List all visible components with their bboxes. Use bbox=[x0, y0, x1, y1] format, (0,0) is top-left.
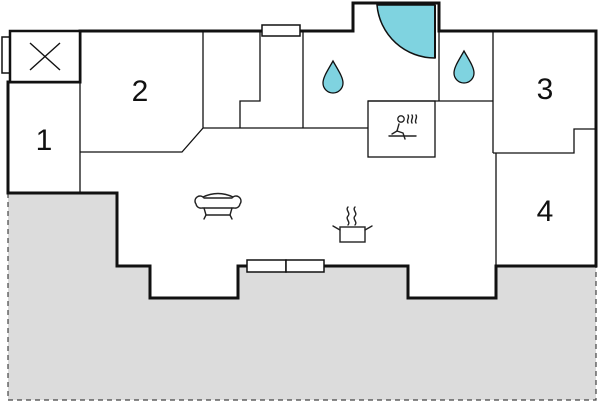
armchair-icon bbox=[194, 192, 242, 220]
water-drop-icon bbox=[322, 59, 344, 94]
window-bottom bbox=[246, 259, 325, 273]
terrace-border bbox=[7, 193, 597, 401]
room-number-4: 4 bbox=[537, 195, 554, 228]
chimney-cross-icon bbox=[1, 29, 82, 84]
terrace-area bbox=[8, 193, 596, 400]
room-number-2: 2 bbox=[132, 75, 149, 108]
sauna-icon bbox=[388, 114, 418, 140]
water-drop-icon bbox=[453, 49, 475, 84]
window-top bbox=[261, 24, 301, 37]
room-number-3: 3 bbox=[537, 73, 554, 106]
interior-walls bbox=[79, 31, 596, 266]
cooking-pot-icon bbox=[332, 206, 373, 243]
room-number-1: 1 bbox=[36, 124, 53, 157]
door-swing bbox=[376, 4, 436, 59]
